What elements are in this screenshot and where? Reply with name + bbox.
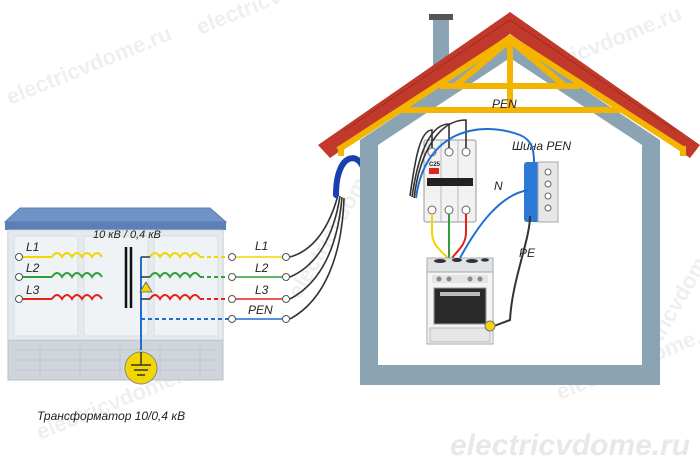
ground-icon: [124, 351, 158, 385]
stove-drawer: [429, 327, 491, 343]
l1-primary-coil: [51, 252, 103, 259]
breaker-indicator: [429, 168, 439, 174]
primary-terminal: [15, 295, 23, 303]
chimney: [433, 18, 449, 68]
transformer-caption: Трансформатор 10/0,4 кВ: [37, 409, 185, 423]
line-label: L2: [255, 261, 269, 275]
stove-knobs: [436, 276, 483, 282]
pen-bus-bar: [524, 161, 559, 223]
neutral-stove-wire: [459, 189, 529, 259]
pen-wire: [415, 128, 535, 199]
cable-wire: [289, 196, 343, 300]
secondary-terminal: [228, 273, 236, 281]
kiosk-roof-edge: [5, 222, 226, 230]
pen-label: PEN: [492, 97, 517, 111]
watermark-text: electricvdome.ru: [3, 20, 176, 109]
outgoing-lines: [236, 256, 282, 320]
warning-icon: [139, 281, 153, 293]
stove-feed: [431, 189, 531, 327]
line-terminal: [282, 315, 290, 323]
circuit-breaker: C25: [423, 139, 477, 223]
neutral-label: N: [494, 179, 503, 193]
cable-wire: [289, 195, 341, 278]
l3-secondary-coil: [149, 294, 201, 301]
stove-control-panel: [432, 275, 488, 283]
line-label: L3: [255, 283, 269, 297]
cable-wire: [289, 197, 345, 320]
stove-handle: [440, 292, 480, 296]
l3-stove-wire: [451, 214, 467, 259]
line-terminals: [282, 253, 290, 323]
transformer-phase-label: L1: [26, 240, 39, 254]
cable-wire: [289, 194, 339, 258]
kiosk-roof: [3, 207, 228, 223]
stove-burners: [434, 258, 489, 263]
l2-primary-coil: [51, 272, 103, 279]
transformer-windings: [20, 247, 228, 350]
transformer-terminals: [15, 253, 236, 323]
l1-secondary-coil: [149, 252, 201, 259]
roof-truss: [336, 35, 686, 153]
kiosk-base-grid: [14, 345, 216, 378]
bus-bar-screws: [544, 168, 552, 212]
bus-bar-terminal-block: [537, 161, 559, 223]
breaker-rating: C25: [429, 162, 441, 168]
line-terminal: [282, 295, 290, 303]
line-label: L1: [255, 239, 268, 253]
line-label: PEN: [248, 303, 273, 317]
transformer-phase-label: L2: [26, 261, 40, 275]
l1-stove-wire: [431, 214, 449, 259]
primary-terminal: [15, 253, 23, 261]
line-terminal: [282, 273, 290, 281]
truss-end: [680, 146, 686, 156]
breaker-feed: [409, 119, 467, 199]
kiosk-panel: [83, 235, 149, 337]
secondary-terminal: [228, 295, 236, 303]
l2-secondary-coil: [149, 272, 201, 279]
service-cable: [289, 194, 345, 320]
chimney-cap: [429, 14, 453, 20]
roof-tile-lines: [344, 19, 676, 131]
watermark-text: electricvdome.ru: [193, 0, 366, 40]
kiosk-overlay: [8, 230, 223, 340]
primary-terminal: [15, 273, 23, 281]
pe-stove-wire: [493, 215, 531, 327]
breaker-toggle-bar: [427, 178, 473, 186]
truss-end: [338, 146, 344, 156]
electric-stove: [426, 257, 496, 345]
transformer-phase-label: L3: [26, 283, 40, 297]
footer-watermark: electricvdome.ru: [450, 429, 690, 462]
secondary-terminal: [228, 253, 236, 261]
line-terminal: [282, 253, 290, 261]
transformer-ratio-label: 10 кВ / 0,4 кВ: [93, 229, 161, 241]
l3-primary-coil: [51, 294, 103, 301]
breaker-screws: [427, 147, 471, 215]
stove-ground-terminal: [484, 320, 496, 332]
bus-label: Шина PEN: [512, 139, 571, 153]
secondary-terminal: [228, 315, 236, 323]
